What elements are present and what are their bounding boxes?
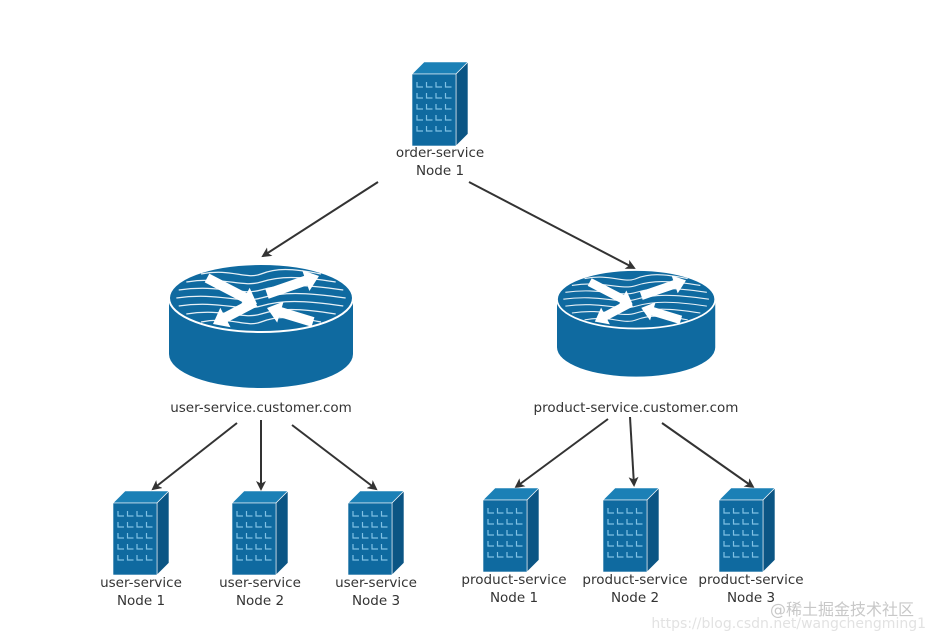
server-icon: [411, 61, 469, 147]
server-product-service-node-1[interactable]: product-service Node 1: [461, 487, 567, 606]
edges: [151, 181, 755, 491]
server-icon: [347, 490, 405, 576]
node-number-label: Node 2: [236, 593, 284, 609]
server-icon: [112, 490, 170, 576]
node-number-label: Node 1: [416, 163, 464, 179]
edge-user-lb-to-user-1: [151, 422, 238, 491]
server-user-service-node-1[interactable]: user-service Node 1: [100, 490, 182, 609]
server-icon: [482, 487, 540, 573]
server-icon: [602, 487, 660, 573]
server-product-service-node-3[interactable]: product-service Node 3: [698, 487, 804, 606]
node-service-label: user-service: [219, 575, 301, 591]
server-user-service-node-3[interactable]: user-service Node 3: [335, 490, 417, 609]
server-order-service-node-1[interactable]: order-service Node 1: [396, 61, 484, 179]
node-service-label: product-service: [582, 572, 687, 588]
node-service-label: product-service: [698, 572, 803, 588]
node-number-label: Node 1: [490, 590, 538, 606]
server-icon: [231, 490, 289, 576]
router-label: product-service.customer.com: [534, 400, 739, 416]
server-product-service-node-2[interactable]: product-service Node 2: [582, 487, 688, 606]
node-number-label: Node 3: [727, 590, 775, 606]
router-icon: [168, 263, 354, 388]
router-product-service[interactable]: product-service.customer.com: [534, 269, 739, 416]
node-service-label: product-service: [461, 572, 566, 588]
node-service-label: user-service: [335, 575, 417, 591]
edge-product-lb-to-product-3: [661, 422, 755, 489]
router-label: user-service.customer.com: [170, 400, 352, 416]
edge-user-lb-to-user-3: [291, 424, 378, 491]
router-user-service[interactable]: user-service.customer.com: [168, 263, 354, 416]
edge-order-to-user-lb: [261, 181, 379, 258]
watermark-community: @稀土掘金技术社区: [770, 600, 914, 619]
node-number-label: Node 1: [117, 593, 165, 609]
edge-product-lb-to-product-1: [514, 418, 609, 489]
node-service-label: user-service: [100, 575, 182, 591]
node-service-label: order-service: [396, 145, 484, 161]
watermark-url: https://blog.csdn.net/wangchengming1: [651, 616, 926, 632]
edge-product-lb-to-product-2: [628, 416, 639, 487]
server-user-service-node-2[interactable]: user-service Node 2: [219, 490, 301, 609]
node-number-label: Node 2: [611, 590, 659, 606]
server-icon: [718, 487, 776, 573]
node-number-label: Node 3: [352, 593, 400, 609]
edge-order-to-product-lb: [468, 181, 636, 269]
router-icon: [556, 269, 717, 377]
